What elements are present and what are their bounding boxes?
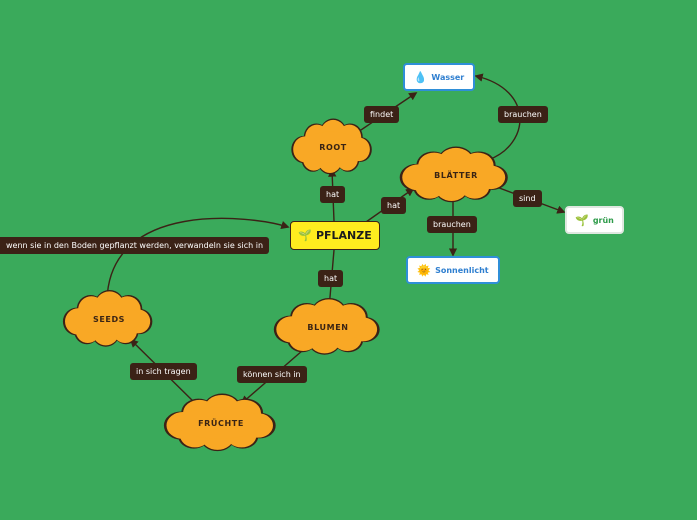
link-label-hat-root: hat: [320, 186, 346, 203]
water-drop-icon: 💧: [413, 70, 428, 84]
cloud-label-root: ROOT: [319, 143, 347, 152]
box-label-sonnenlicht: Sonnenlicht: [435, 265, 489, 275]
cloud-label-fruechte: FRÜCHTE: [198, 418, 244, 428]
link-label-hat-blaetter: hat: [381, 197, 407, 214]
link-label-brauchen-sonne: brauchen: [427, 216, 477, 233]
sprout-icon: 🌱: [575, 213, 589, 227]
cloud-label-blumen: BLUMEN: [307, 323, 348, 332]
link-label-hat-blumen: hat: [318, 270, 344, 287]
box-node-sonnenlicht[interactable]: 🌞 Sonnenlicht: [406, 256, 500, 284]
link-label-sind: sind: [513, 190, 542, 207]
sprout-icon: 🌱: [298, 229, 312, 242]
box-label-gruen: grün: [592, 215, 614, 225]
edge-seeds-pflanze: [106, 217, 290, 301]
cloud-label-blaetter: BLÄTTER: [434, 170, 478, 180]
sun-icon: 🌞: [417, 263, 432, 277]
link-label-findet: findet: [364, 106, 400, 123]
link-label-brauchen-wasser: brauchen: [498, 106, 548, 123]
center-node-pflanze[interactable]: 🌱 PFLANZE: [290, 221, 380, 250]
box-node-gruen[interactable]: 🌱 grün: [565, 206, 624, 234]
box-label-wasser: Wasser: [431, 72, 465, 82]
cloud-label-seeds: SEEDS: [93, 315, 125, 324]
link-label-wenn: wenn sie in den Boden gepflanzt werden, …: [0, 237, 270, 254]
link-label-koennen: können sich in: [237, 366, 307, 383]
center-node-label: PFLANZE: [315, 229, 372, 242]
box-node-wasser[interactable]: 💧 Wasser: [403, 63, 475, 91]
link-label-tragen: in sich tragen: [130, 363, 197, 380]
